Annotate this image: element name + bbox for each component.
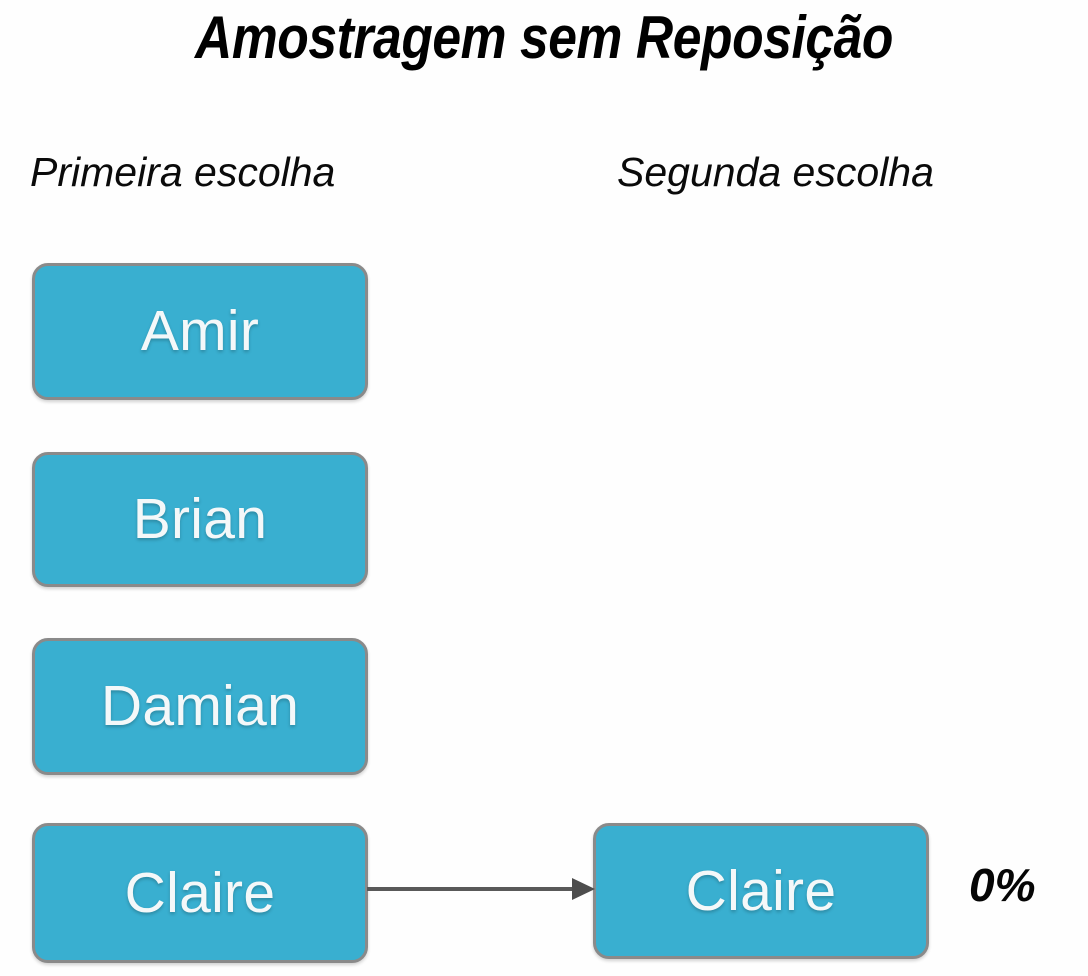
probability-label: 0%: [969, 859, 1036, 911]
node-label: Claire: [685, 858, 837, 923]
node-first-choice-4[interactable]: Claire: [32, 823, 368, 963]
column-header-second-choice: Segunda escolha: [617, 149, 934, 195]
node-label: Damian: [100, 674, 300, 738]
node-label: Amir: [140, 299, 260, 363]
node-first-choice-1[interactable]: Amir: [32, 263, 368, 400]
node-label: Claire: [124, 860, 276, 925]
node-label: Brian: [132, 487, 268, 551]
node-first-choice-2[interactable]: Brian: [32, 452, 368, 587]
arrow-icon: [367, 878, 595, 900]
node-second-choice-1[interactable]: Claire: [593, 823, 929, 959]
column-header-first-choice: Primeira escolha: [30, 149, 336, 195]
node-first-choice-3[interactable]: Damian: [32, 638, 368, 775]
page-title: Amostragem sem Reposição: [195, 4, 893, 71]
